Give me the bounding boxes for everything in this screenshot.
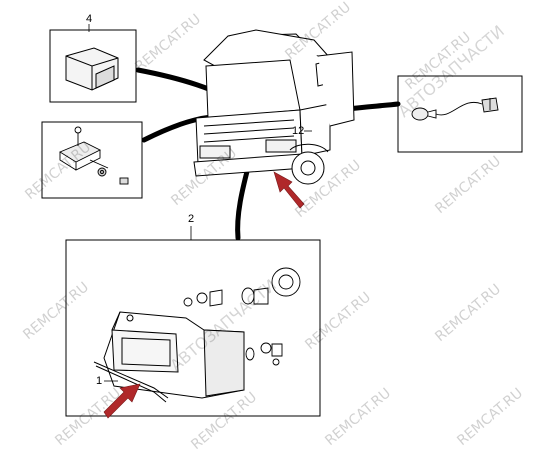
callout-12: 12 [292,125,304,137]
watermark: REMCAT.RU [432,281,504,345]
side-marker-bulb-icon [411,97,499,121]
relay-switch-icon [65,47,119,91]
red-arrow-headlamp [103,383,141,419]
bulb-sockets-icon [183,267,301,366]
inset-part-12-lamp [397,75,523,153]
callout-1: 1 [96,375,102,387]
callout-4: 4 [86,13,92,25]
headlamp-unit-icon [103,311,245,399]
bracket-assembly-icon [59,126,129,185]
watermark: REMCAT.RU [432,153,504,217]
inset-bracket [41,121,143,199]
trim-strip [93,361,169,403]
headlamp-assembly-box: 2 1 [65,213,321,419]
inset-part-4: 4 [49,13,137,103]
red-arrow-truck [273,171,305,209]
watermark: REMCAT.RU [454,385,526,449]
callout-2: 2 [188,213,194,225]
watermark: REMCAT.RU [322,385,394,449]
truck-cab [193,29,355,185]
watermark: REMCAT.RU [132,11,204,75]
